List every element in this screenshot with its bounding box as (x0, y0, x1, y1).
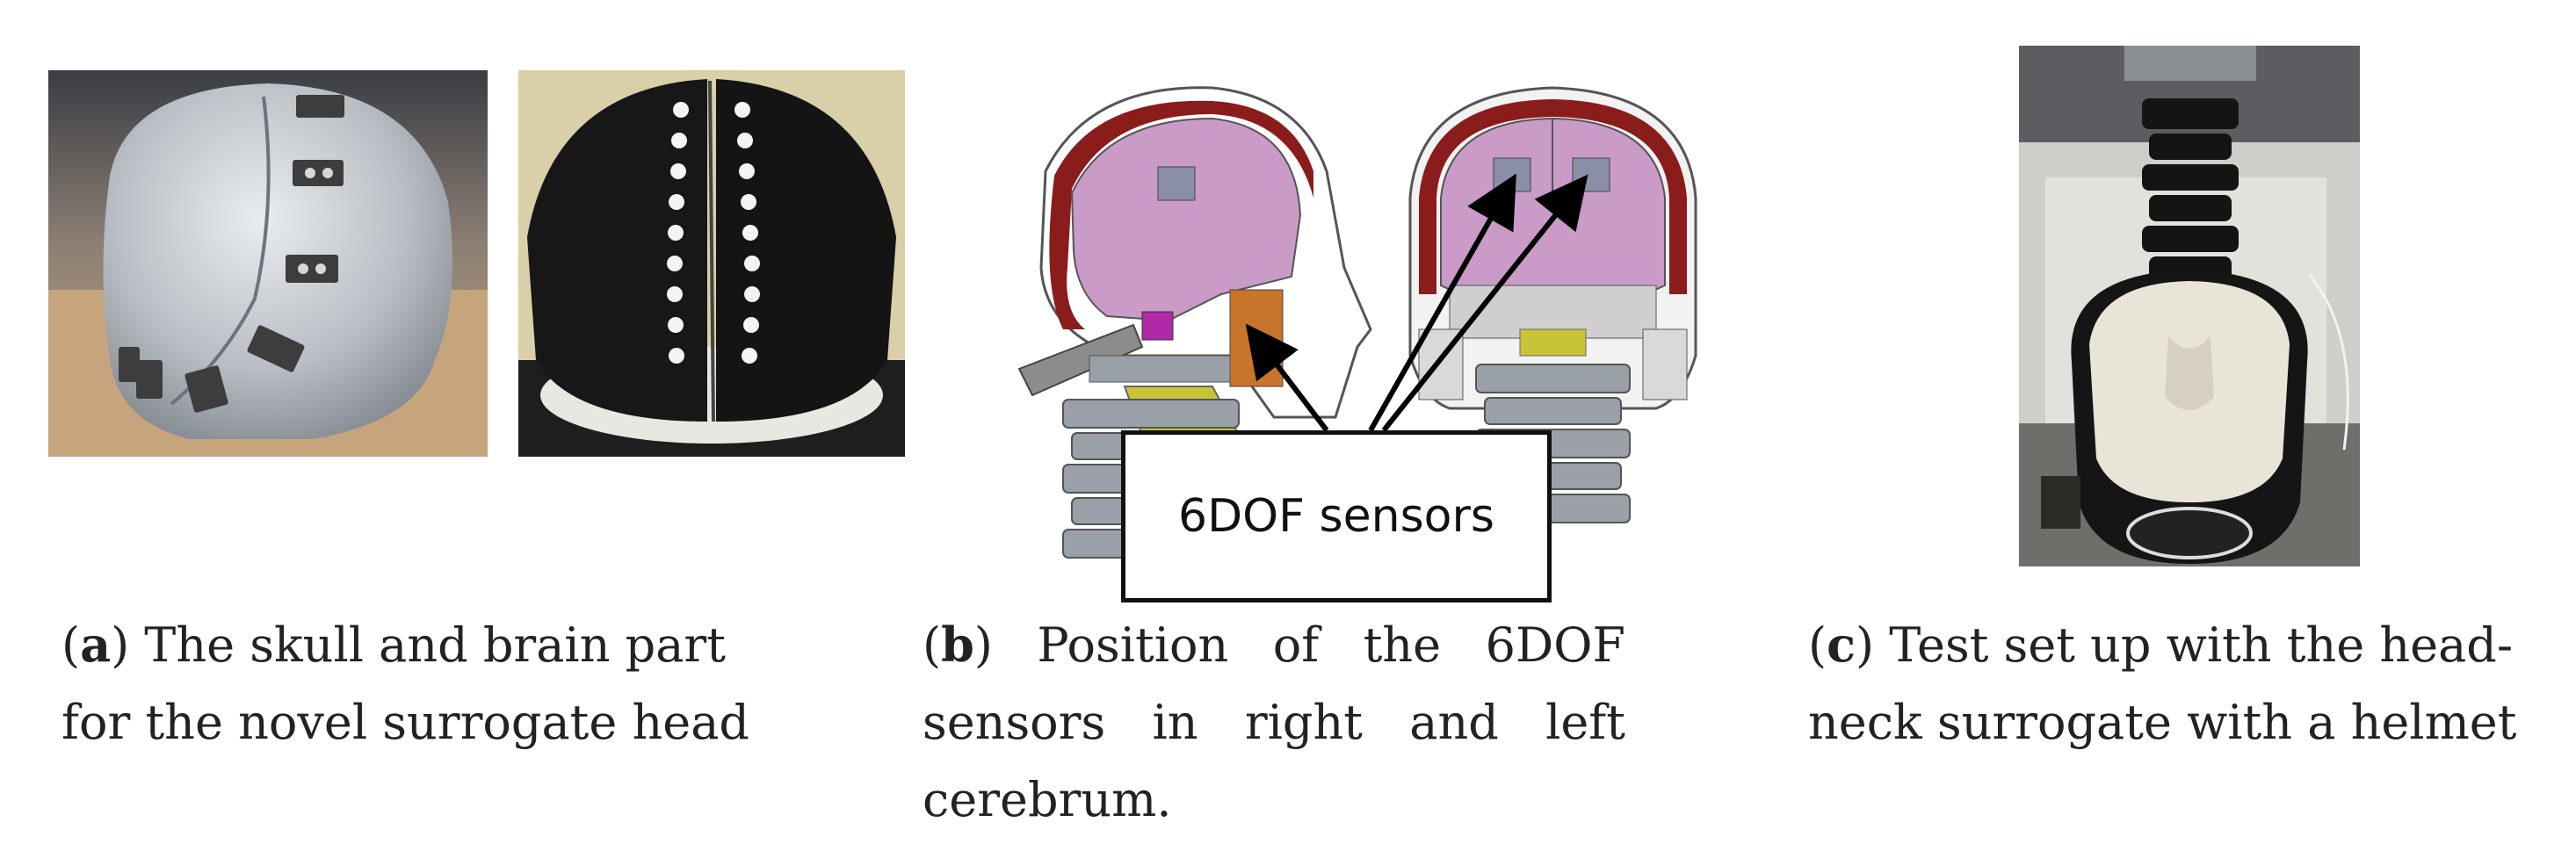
panel-letter-a: a (80, 617, 112, 673)
skull-photo (48, 70, 488, 457)
sensor-callout-label: 6DOF sensors (1178, 490, 1494, 543)
caption-c: (c) Test set up with the head- neck surr… (1808, 617, 2517, 750)
sensor-callout-box: 6DOF sensors (1121, 430, 1552, 602)
caption-b: (b) Position of the 6DOF sensors in righ… (923, 617, 1625, 827)
test-setup-photo (2019, 46, 2360, 566)
brain-photo (518, 70, 905, 457)
caption-a: (a) The skull and brain part for the nov… (62, 617, 749, 750)
panel-letter-b: b (941, 617, 974, 673)
panel-letter-c: c (1827, 617, 1856, 673)
